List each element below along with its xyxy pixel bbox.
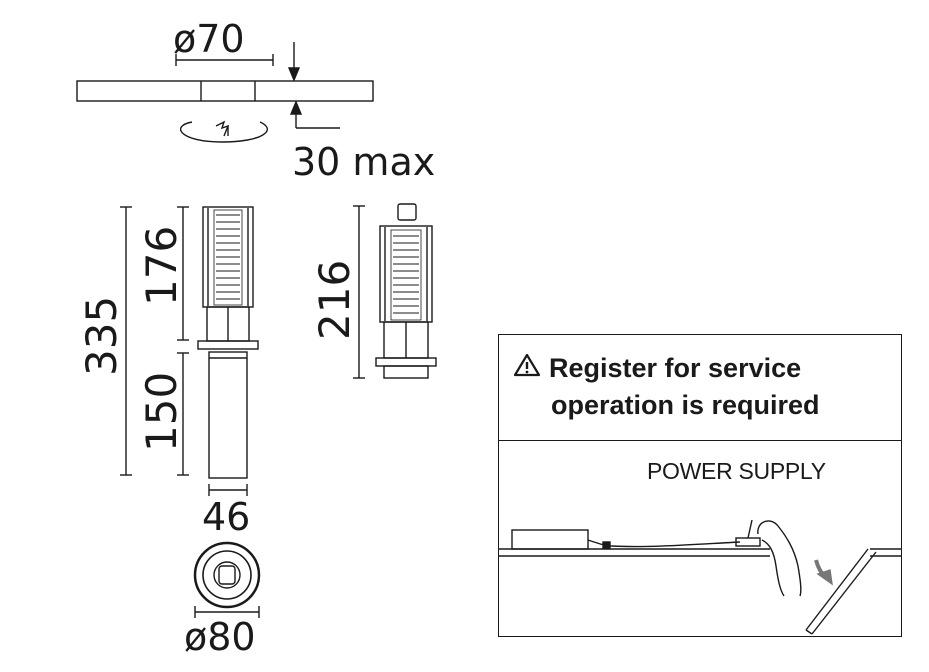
curved-arrow-icon <box>814 559 833 586</box>
heatsink-fins <box>216 214 240 300</box>
warning-triangle-icon <box>513 353 541 377</box>
tube-length-label: 150 <box>137 372 186 452</box>
luminaire-full <box>120 206 259 496</box>
flange-diameter-label: ø80 <box>184 615 256 659</box>
ceiling-thickness-label: 30 max <box>292 140 435 184</box>
notice-line-2: operation is required <box>551 390 820 420</box>
flange-bottom-view <box>193 541 261 618</box>
notice-header: Register for service operation is requir… <box>499 335 901 441</box>
notice-line-1: Register for service <box>549 353 802 383</box>
hole-diameter-dimension <box>175 54 274 66</box>
service-notice: Register for service operation is requir… <box>498 334 902 637</box>
rotate-icon <box>180 120 268 143</box>
head-length-label: 176 <box>137 226 186 306</box>
notice-title: Register for service operation is requir… <box>513 350 820 424</box>
hole-diameter-label: ø70 <box>173 17 245 61</box>
service-illustration <box>498 519 902 635</box>
heatsink-fins-short <box>393 235 419 314</box>
hand-icon <box>757 520 802 597</box>
tube-diameter-label: 46 <box>202 495 250 539</box>
short-length-label: 216 <box>310 260 359 340</box>
luminaire-short <box>353 203 437 379</box>
total-length-label: 335 <box>77 296 126 376</box>
power-supply-label: POWER SUPPLY <box>647 458 826 484</box>
thickness-dimension <box>287 42 340 129</box>
ceiling-section <box>76 80 374 102</box>
